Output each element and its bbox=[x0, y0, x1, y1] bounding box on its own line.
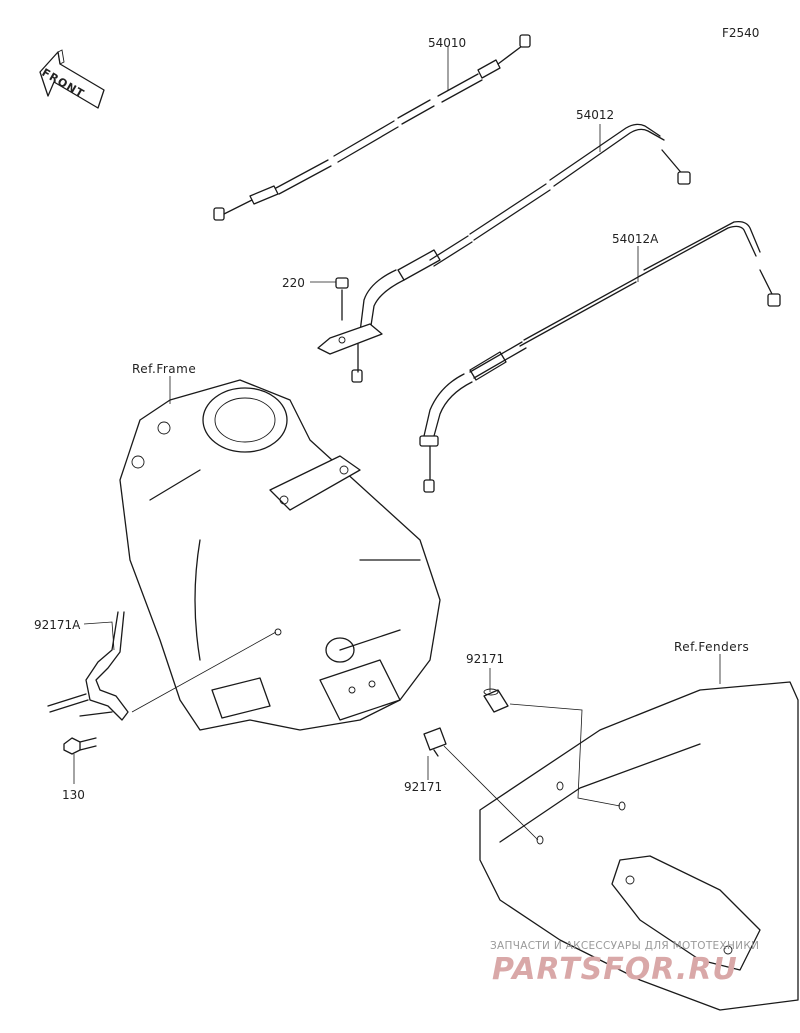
ref-fenders-label: Ref.Fenders bbox=[674, 640, 750, 654]
part-label-92171a: 92171A bbox=[34, 618, 81, 632]
watermark-brand: PARTSFOR.RU bbox=[492, 952, 738, 987]
clamp-92171-upper bbox=[483, 688, 509, 713]
clamp-92171-lower bbox=[423, 727, 447, 757]
part-label-92171-upper: 92171 bbox=[466, 652, 505, 666]
part-label-92171-lower: 92171 bbox=[404, 780, 443, 794]
part-label-54010: 54010 bbox=[428, 36, 467, 50]
part-label-220: 220 bbox=[282, 276, 305, 290]
watermark-caption: ЗАПЧАСТИ И АКСЕССУАРЫ ДЛЯ МОТОТЕХНИКИ bbox=[490, 940, 760, 952]
bolt-130 bbox=[63, 737, 97, 755]
ref-frame-label: Ref.Frame bbox=[132, 362, 197, 376]
cable-54010 bbox=[213, 34, 531, 221]
front-arrow-icon bbox=[39, 49, 105, 109]
leader-lines bbox=[73, 46, 721, 841]
diagram-code: F2540 bbox=[722, 26, 760, 40]
cable-54012a bbox=[419, 220, 781, 493]
fender bbox=[479, 681, 799, 1011]
part-label-54012: 54012 bbox=[576, 108, 615, 122]
frame-assembly bbox=[119, 379, 441, 731]
cable-54012 bbox=[317, 123, 691, 383]
part-label-130: 130 bbox=[62, 788, 85, 802]
clamp-92171a bbox=[47, 611, 129, 721]
part-label-54012a: 54012A bbox=[612, 232, 659, 246]
